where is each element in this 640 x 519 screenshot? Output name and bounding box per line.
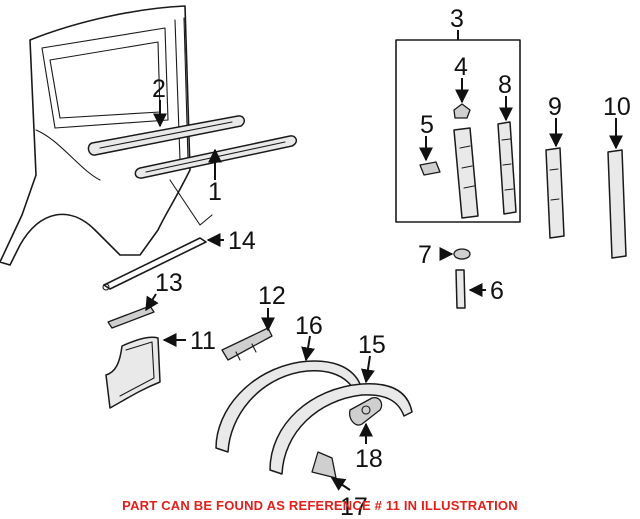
callout-17: 17 (340, 493, 368, 519)
callout-1: 1 (208, 178, 222, 206)
part-10-molding (607, 149, 627, 259)
callout-4: 4 (454, 53, 468, 81)
callout-13: 13 (155, 269, 183, 297)
part-17-guard (311, 451, 337, 479)
callout-12: 12 (258, 282, 286, 310)
reference-note: PART CAN BE FOUND AS REFERENCE # 11 IN I… (122, 498, 518, 513)
part-7-plug (453, 248, 471, 260)
part-12-bracket (221, 327, 273, 361)
part-9-molding (545, 147, 565, 239)
part-8-strip (497, 121, 517, 215)
part-18-clip (349, 397, 383, 426)
callout-16: 16 (295, 312, 323, 340)
part-5-clip (419, 161, 441, 176)
part-11-mud-flap (105, 336, 161, 409)
part-4-cap (453, 103, 471, 119)
part-15-fender-flare (269, 383, 413, 475)
part-14-rod (102, 237, 207, 291)
callout-2: 2 (152, 75, 166, 103)
callout-6: 6 (490, 277, 504, 305)
callout-18: 18 (355, 445, 383, 473)
callout-3: 3 (450, 5, 464, 33)
callout-15: 15 (358, 331, 386, 359)
part-6-pin (455, 269, 466, 309)
callout-7: 7 (418, 241, 432, 269)
part-13-bracket (107, 305, 155, 329)
part-2-upper-molding (87, 115, 246, 156)
callout-8: 8 (498, 71, 512, 99)
callout-14: 14 (228, 227, 256, 255)
vehicle-body-panel (0, 5, 213, 266)
part-3-strip (453, 127, 479, 219)
callout-10: 10 (603, 93, 631, 121)
callout-5: 5 (420, 111, 434, 139)
callout-lines (145, 30, 623, 491)
callout-11: 11 (190, 327, 216, 355)
callout-9: 9 (548, 93, 562, 121)
